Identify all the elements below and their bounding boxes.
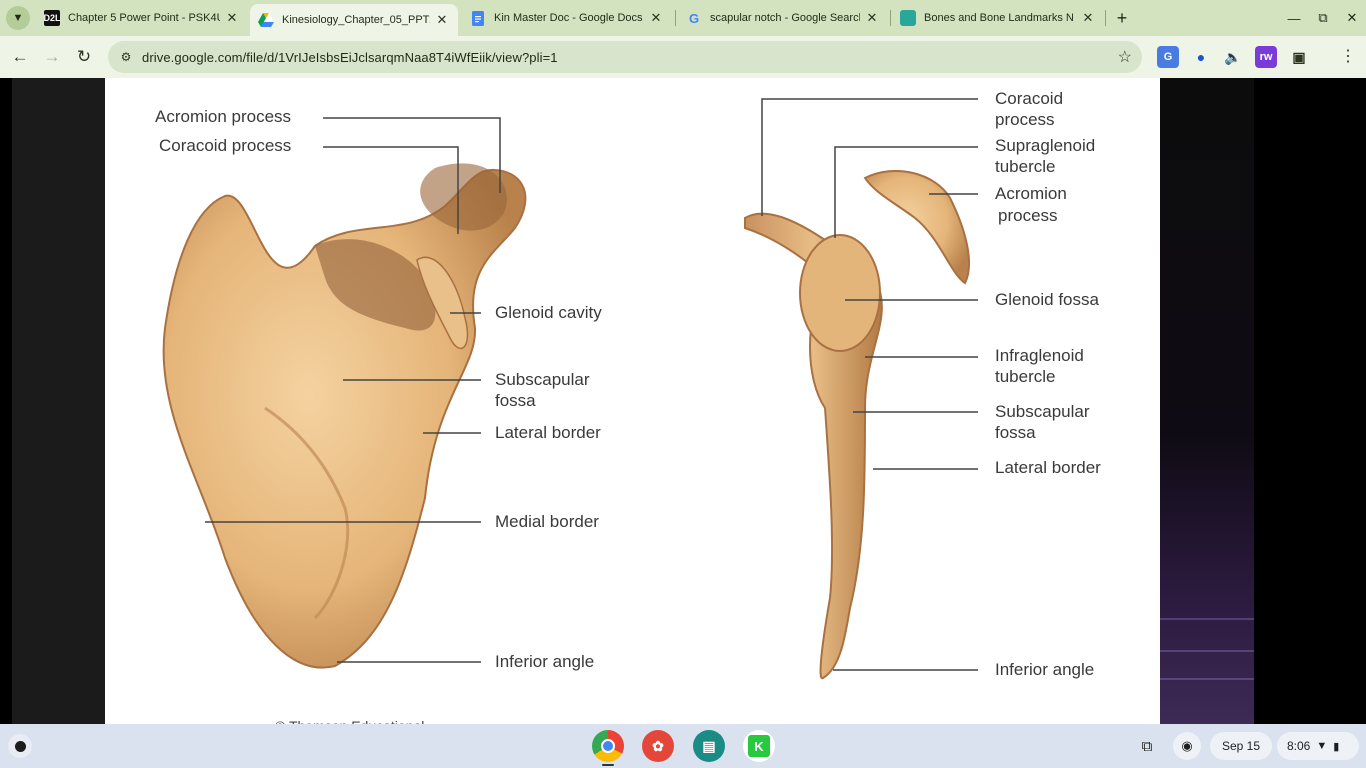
shield-extension-icon[interactable]: ● [1196, 49, 1206, 65]
d2l-favicon-icon: D2L [44, 10, 61, 26]
tab-separator [1105, 10, 1106, 26]
tab-title: Kin Master Doc - Google Docs [494, 12, 643, 24]
kami-app-icon[interactable]: K [743, 730, 775, 762]
texthelp-extension-icon[interactable]: rw [1255, 46, 1277, 68]
arrow-left-icon: ← [11, 47, 29, 66]
running-indicator [602, 764, 614, 766]
label-process: process [995, 110, 1055, 129]
tab-title: Chapter 5 Power Point - PSK4U [68, 12, 220, 24]
label-acromion-process: Acromion process [155, 107, 292, 126]
close-icon[interactable]: ✕ [1082, 10, 1094, 25]
label-supraglenoid: Supraglenoid [995, 136, 1096, 155]
label-fossa: fossa [495, 391, 536, 410]
minimize-icon: — [1287, 10, 1301, 26]
toolbar: ← → ↻ ⚙ drive.google.com/file/d/1VrIJeIs… [0, 36, 1366, 78]
speaker-extension-icon[interactable]: 🔈 [1224, 48, 1242, 65]
close-icon[interactable]: ✕ [650, 10, 662, 25]
status-area-button[interactable]: 8:06 ▼ ▮ [1277, 732, 1359, 760]
os-shelf: ✿ ▤ K ⧉ ◉ Sep 15 8:06 ▼ ▮ [0, 724, 1366, 768]
tab-strip: ▼ D2L Chapter 5 Power Point - PSK4U ✕ Ki… [0, 0, 1366, 36]
label-glenoid-cavity: Glenoid cavity [495, 303, 602, 322]
time-text: 8:06 [1287, 739, 1311, 753]
new-tab-button[interactable]: + [1110, 6, 1134, 30]
back-button[interactable]: ← [7, 44, 33, 70]
tab-chapter-5-power-point[interactable]: D2L Chapter 5 Power Point - PSK4U ✕ [36, 4, 248, 32]
close-icon[interactable]: ✕ [436, 12, 448, 27]
media-controls-icon[interactable]: ◉ [1173, 732, 1201, 760]
chevron-down-icon: ▼ [12, 12, 24, 24]
drive-icon [258, 12, 274, 28]
chrome-app-icon[interactable] [592, 730, 624, 762]
launcher-icon [14, 740, 26, 752]
screen-capture-icon[interactable]: ⧉ [1141, 737, 1153, 755]
minimize-button[interactable]: — [1282, 6, 1306, 30]
tab-bones-and-landmarks[interactable]: Bones and Bone Landmarks N ✕ [892, 4, 1104, 32]
label-coracoid-process: Coracoid process [159, 136, 292, 155]
label-lateral-border: Lateral border [995, 458, 1101, 477]
tab-search-button[interactable]: ▼ [6, 6, 30, 30]
restore-icon: ⧉ [1318, 10, 1328, 25]
drive-file-viewer: Acromion process Coracoid process Glenoi… [0, 78, 1366, 734]
close-icon: ✕ [1346, 10, 1358, 25]
tab-scapular-notch-search[interactable]: G scapular notch - Google Search ✕ [678, 4, 888, 32]
label-tubercle: tubercle [995, 157, 1056, 176]
arrow-right-icon: → [43, 47, 61, 66]
translate-extension-icon[interactable]: G [1157, 46, 1179, 68]
close-icon[interactable]: ✕ [226, 10, 238, 25]
label-subscapular: Subscapular [495, 370, 590, 389]
bookmark-star-icon[interactable]: ☆ [1117, 49, 1132, 66]
label-medial-border: Medial border [495, 512, 599, 531]
label-acromion: Acromion [995, 184, 1067, 203]
more-menu-icon[interactable]: ⋮ [1340, 48, 1356, 65]
label-tubercle: tubercle [995, 367, 1056, 386]
google-icon: G [688, 10, 700, 26]
site-icon [900, 10, 916, 26]
address-bar[interactable]: ⚙ drive.google.com/file/d/1VrIJeIsbsEiJc… [108, 41, 1142, 73]
tab-title: Bones and Bone Landmarks N [924, 12, 1074, 24]
url-text[interactable]: drive.google.com/file/d/1VrIJeIsbsEiJcls… [142, 49, 558, 65]
tab-kin-master-doc[interactable]: Kin Master Doc - Google Docs ✕ [462, 4, 672, 32]
acromion-shade [420, 163, 507, 231]
label-fossa: fossa [995, 423, 1036, 442]
leader-lines-right [761, 98, 978, 671]
label-inferior-angle: Inferior angle [495, 652, 595, 671]
wifi-icon: ▼ [1316, 740, 1328, 752]
date-button[interactable]: Sep 15 [1210, 732, 1272, 760]
label-coracoid: Coracoid [995, 89, 1064, 108]
forward-button[interactable]: → [39, 44, 65, 70]
slide-page: Acromion process Coracoid process Glenoi… [105, 78, 1160, 734]
scapula-illustration [162, 98, 978, 680]
tab-title: Kinesiology_Chapter_05_PPTx [282, 14, 430, 26]
restore-button[interactable]: ⧉ [1311, 6, 1335, 30]
site-settings-icon[interactable]: ⚙ [120, 50, 132, 64]
close-window-button[interactable]: ✕ [1340, 6, 1364, 30]
label-glenoid-fossa: Glenoid fossa [995, 290, 1099, 309]
leader-lines-left [205, 117, 501, 663]
tab-title: scapular notch - Google Search [710, 12, 860, 24]
label-infraglenoid: Infraglenoid [995, 346, 1084, 365]
subscapular-shadow [315, 239, 436, 331]
date-text: Sep 15 [1221, 739, 1261, 753]
tab-separator [675, 10, 676, 26]
extensions-puzzle-icon[interactable]: ▣ [1292, 48, 1306, 65]
label-subscapular: Subscapular [995, 402, 1090, 421]
classroom-app-icon[interactable]: ▤ [693, 730, 725, 762]
acromion-shape [863, 170, 971, 285]
canvas-app-icon[interactable]: ✿ [642, 730, 674, 762]
tab-separator [890, 10, 891, 26]
close-icon[interactable]: ✕ [866, 10, 878, 25]
reload-button[interactable]: ↻ [71, 44, 97, 70]
battery-icon: ▮ [1333, 740, 1340, 753]
label-lateral-border: Lateral border [495, 423, 601, 442]
launcher-button[interactable] [8, 734, 32, 758]
reload-icon: ↻ [76, 47, 92, 66]
docs-icon [470, 10, 486, 26]
plus-icon: + [1116, 7, 1128, 28]
tab-kinesiology-chapter-05[interactable]: Kinesiology_Chapter_05_PPTx ✕ [250, 4, 458, 36]
glenoid-cavity-shape [416, 256, 469, 350]
label-process: process [998, 206, 1058, 225]
wallpaper-edge [1160, 78, 1254, 724]
label-inferior-angle: Inferior angle [995, 660, 1095, 679]
glenoid-fossa-shape [799, 234, 881, 352]
